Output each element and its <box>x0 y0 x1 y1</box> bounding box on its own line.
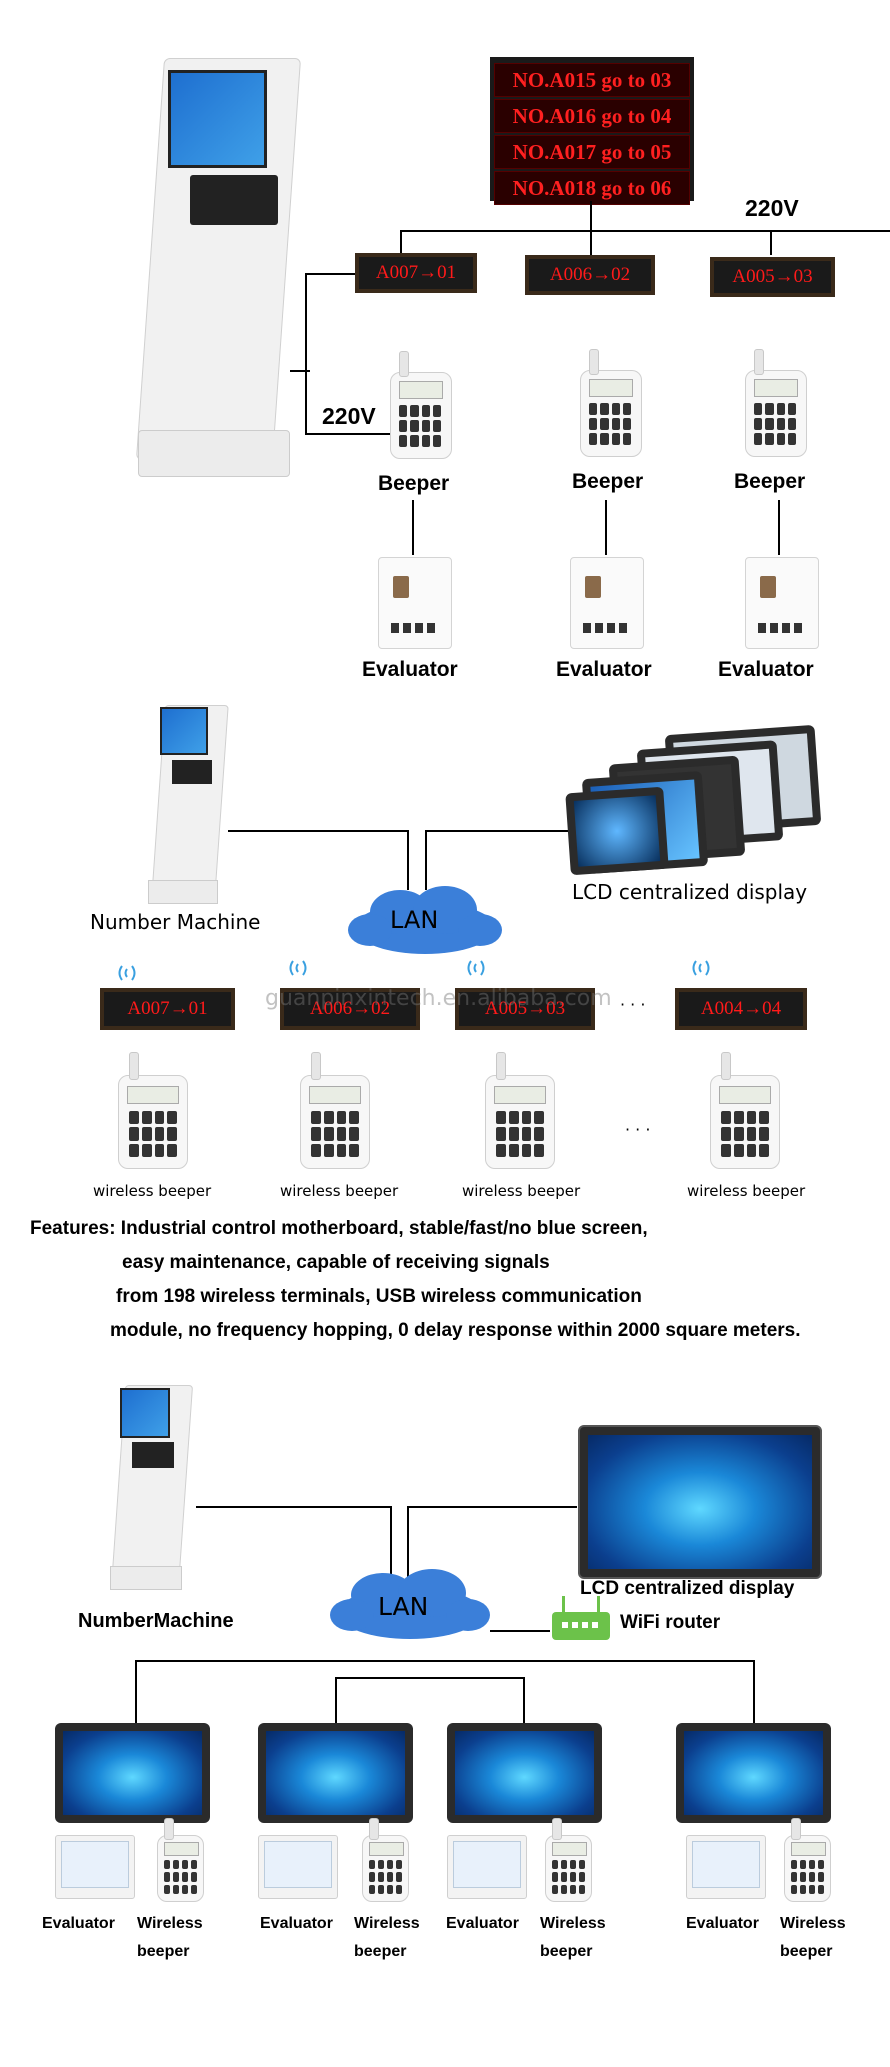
wireless-counter-display: A007→01 <box>100 988 235 1030</box>
wireless-beeper-device <box>784 1818 831 1902</box>
lcd-centralized-display <box>578 1425 822 1579</box>
wireless-beeper-device <box>485 1052 555 1169</box>
wireless-label: Wireless <box>354 1915 420 1932</box>
wireless-label: Wireless <box>137 1915 203 1932</box>
ellipsis: · · · <box>625 1120 651 1139</box>
wireless-beeper-device <box>118 1052 188 1169</box>
beeper-label: beeper <box>354 1943 407 1960</box>
wireless-beeper-label: wireless beeper <box>93 1182 212 1200</box>
evaluator-tablet <box>55 1835 135 1899</box>
lan-label: LAN <box>390 906 439 934</box>
main-led-display: NO.A015 go to 03 NO.A016 go to 04 NO.A01… <box>490 57 694 205</box>
evaluator-label: Evaluator <box>556 658 652 681</box>
watermark: guanpinxintech.en.alibaba.com <box>265 986 612 1011</box>
wireless-signal-icon <box>467 960 485 976</box>
evaluator-tablet <box>447 1835 527 1899</box>
lan-cloud-icon <box>348 886 502 954</box>
wireless-beeper-device <box>157 1818 204 1902</box>
beeper-label: Beeper <box>572 470 644 493</box>
lcd-display-label: LCD centralized display <box>572 880 808 904</box>
wireless-label: Wireless <box>540 1915 606 1932</box>
counter-display: A005→03 <box>710 257 835 297</box>
beeper-label: beeper <box>137 1943 190 1960</box>
evaluator-device <box>570 557 644 649</box>
beeper-label: beeper <box>780 1943 833 1960</box>
power-label-top: 220V <box>745 195 799 221</box>
evaluator-label: Evaluator <box>446 1915 519 1932</box>
counter-lcd-display <box>676 1723 831 1823</box>
feature-line: easy maintenance, capable of receiving s… <box>122 1252 550 1273</box>
wireless-beeper-label: wireless beeper <box>462 1182 581 1200</box>
beeper-device <box>390 351 452 459</box>
wireless-label: Wireless <box>780 1915 846 1932</box>
evaluator-tablet <box>686 1835 766 1899</box>
wireless-beeper-device <box>362 1818 409 1902</box>
lan-cloud-icon <box>330 1569 490 1639</box>
number-machine-label: Number Machine <box>90 910 261 934</box>
evaluator-label: Evaluator <box>686 1915 759 1932</box>
led-row: NO.A016 go to 04 <box>494 99 690 133</box>
beeper-device <box>580 349 642 457</box>
beeper-label: Beeper <box>378 472 450 495</box>
counter-lcd-display <box>258 1723 413 1823</box>
evaluator-tablet <box>258 1835 338 1899</box>
power-label-left: 220V <box>322 403 376 429</box>
evaluator-device <box>378 557 452 649</box>
wireless-counter-display: A006→02 <box>280 988 420 1030</box>
led-row: NO.A015 go to 03 <box>494 63 690 97</box>
lan-label: LAN <box>378 1592 429 1621</box>
feature-line: module, no frequency hopping, 0 delay re… <box>110 1320 801 1341</box>
wireless-counter-display: A005→03 <box>455 988 595 1030</box>
led-row: NO.A017 go to 05 <box>494 135 690 169</box>
counter-display: A007→01 <box>355 253 477 293</box>
evaluator-label: Evaluator <box>42 1915 115 1932</box>
wireless-signal-icon <box>289 960 307 976</box>
kiosk-printer-panel <box>190 175 278 225</box>
wireless-beeper-label: wireless beeper <box>687 1182 806 1200</box>
wireless-beeper-device <box>300 1052 370 1169</box>
evaluator-label: Evaluator <box>718 658 814 681</box>
beeper-label: beeper <box>540 1943 593 1960</box>
feature-line: Features: Industrial control motherboard… <box>30 1218 648 1239</box>
lcd-display-label: LCD centralized display <box>580 1578 795 1599</box>
beeper-device <box>745 349 807 457</box>
wireless-beeper-label: wireless beeper <box>280 1182 399 1200</box>
led-row: NO.A018 go to 06 <box>494 171 690 205</box>
ellipsis: · · · <box>620 995 646 1014</box>
number-machine-label: NumberMachine <box>78 1610 234 1632</box>
wireless-signal-icon <box>692 960 710 976</box>
wireless-counter-display: A004→04 <box>675 988 807 1030</box>
wireless-signal-icon <box>118 965 136 981</box>
wifi-router-icon <box>552 1596 610 1640</box>
counter-display: A006→02 <box>525 255 655 295</box>
counter-lcd-display <box>447 1723 602 1823</box>
evaluator-device <box>745 557 819 649</box>
evaluator-label: Evaluator <box>362 658 458 681</box>
kiosk-screen <box>168 70 267 168</box>
wireless-beeper-device <box>710 1052 780 1169</box>
router-label: WiFi router <box>620 1612 721 1633</box>
beeper-label: Beeper <box>734 470 806 493</box>
counter-lcd-display <box>55 1723 210 1823</box>
feature-line: from 198 wireless terminals, USB wireles… <box>116 1286 642 1307</box>
wireless-beeper-device <box>545 1818 592 1902</box>
evaluator-label: Evaluator <box>260 1915 333 1932</box>
